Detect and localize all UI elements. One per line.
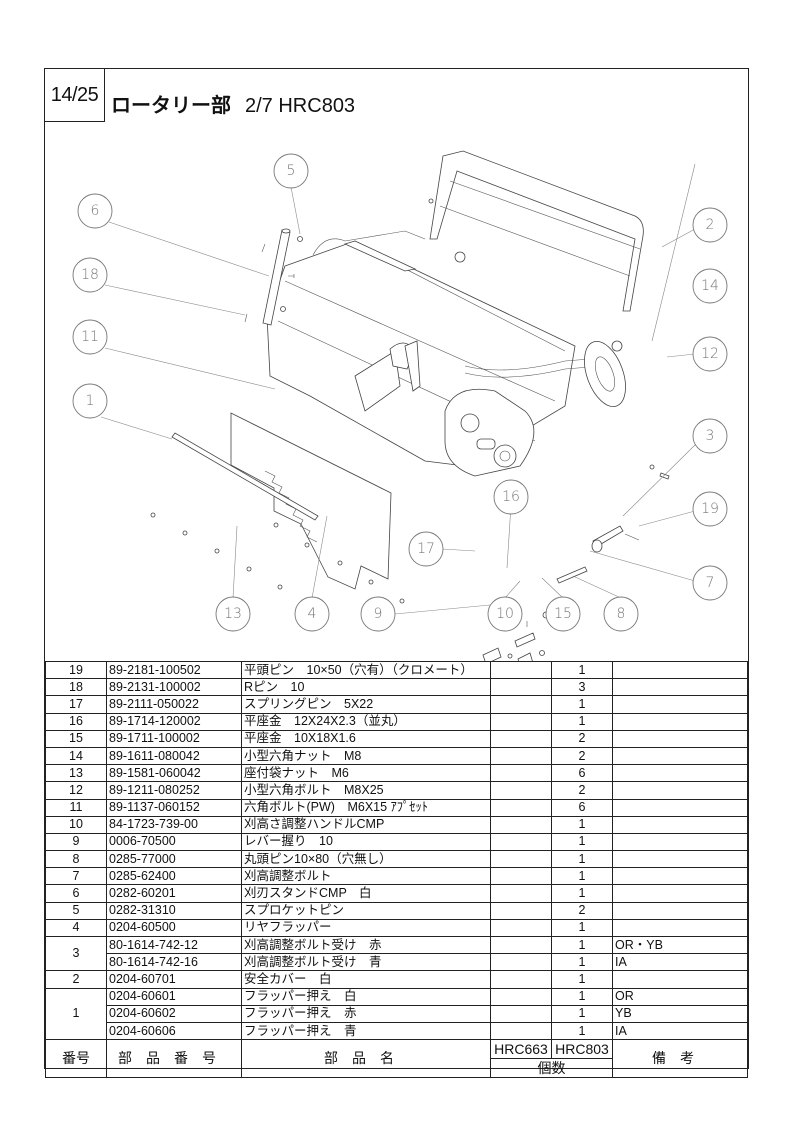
svg-text:13: 13	[224, 606, 242, 622]
callout-18: 18	[72, 257, 108, 293]
header-model-hrc803: HRC803	[551, 1039, 613, 1060]
table-header-row-2: 個数	[46, 1058, 748, 1079]
callout-2: 2	[692, 207, 728, 243]
diagram-svg: 5 6 18 11 1 2 14 12 3 19 7 16 17 13 4 9 …	[72, 150, 728, 670]
header-number: 番号	[45, 1039, 107, 1079]
svg-text:7: 7	[706, 575, 715, 591]
svg-text:8: 8	[617, 606, 626, 622]
svg-text:2: 2	[706, 217, 715, 233]
svg-text:16: 16	[502, 489, 520, 505]
callout-4: 4	[294, 596, 330, 632]
page-title: ロータリー部 2/7 HRC803	[111, 89, 355, 118]
callout-3: 3	[692, 418, 728, 454]
header-remarks: 備考	[612, 1039, 748, 1079]
callout-5: 5	[273, 153, 309, 189]
svg-text:9: 9	[374, 606, 383, 622]
callout-1: 1	[72, 383, 108, 419]
svg-text:6: 6	[91, 203, 100, 219]
svg-text:17: 17	[417, 541, 435, 557]
callout-8: 8	[603, 596, 639, 632]
callout-6: 6	[77, 193, 113, 229]
callout-9: 9	[360, 596, 396, 632]
header-part-number: 部品番号	[106, 1039, 242, 1079]
callout-16: 16	[493, 479, 529, 515]
callout-14: 14	[692, 268, 728, 304]
svg-text:4: 4	[308, 606, 317, 622]
callout-15: 15	[545, 596, 581, 632]
callout-19: 19	[692, 491, 728, 527]
svg-text:14: 14	[701, 278, 719, 294]
header-part-name: 部品名	[241, 1039, 491, 1079]
svg-text:11: 11	[81, 329, 99, 345]
callout-17: 17	[408, 531, 444, 567]
svg-text:15: 15	[554, 606, 572, 622]
section-title: ロータリー部	[111, 93, 231, 117]
page-frame: 14/25 ロータリー部 2/7 HRC803	[44, 68, 749, 1079]
flapper-holder-part	[150, 432, 405, 604]
rear-flapper-part	[230, 412, 392, 590]
callout-12: 12	[692, 336, 728, 372]
stand-pipe-part	[244, 198, 434, 326]
header-quantity: 個数	[490, 1058, 613, 1079]
callout-11: 11	[72, 319, 108, 355]
svg-text:19: 19	[701, 501, 719, 517]
callout-7: 7	[692, 565, 728, 601]
rotary-housing-part	[266, 230, 626, 477]
header-model-hrc663: HRC663	[490, 1039, 552, 1060]
svg-text:18: 18	[81, 267, 99, 283]
svg-text:1: 1	[86, 393, 95, 409]
model-info: 2/7 HRC803	[245, 95, 356, 117]
exploded-diagram: 5 6 18 11 1 2 14 12 3 19 7 16 17 13 4 9 …	[45, 121, 747, 670]
page-number: 14/25	[45, 69, 105, 122]
svg-text:12: 12	[701, 346, 719, 362]
callout-13: 13	[215, 596, 251, 632]
safety-cover-part	[429, 150, 644, 312]
svg-text:3: 3	[706, 428, 715, 444]
callout-10: 10	[487, 596, 523, 632]
svg-text:5: 5	[287, 163, 296, 179]
leader-lines	[100, 163, 697, 615]
table-header-row: 番号 部品番号 部品名 HRC663 HRC803 備考	[45, 1039, 748, 1079]
svg-text:10: 10	[496, 606, 514, 622]
